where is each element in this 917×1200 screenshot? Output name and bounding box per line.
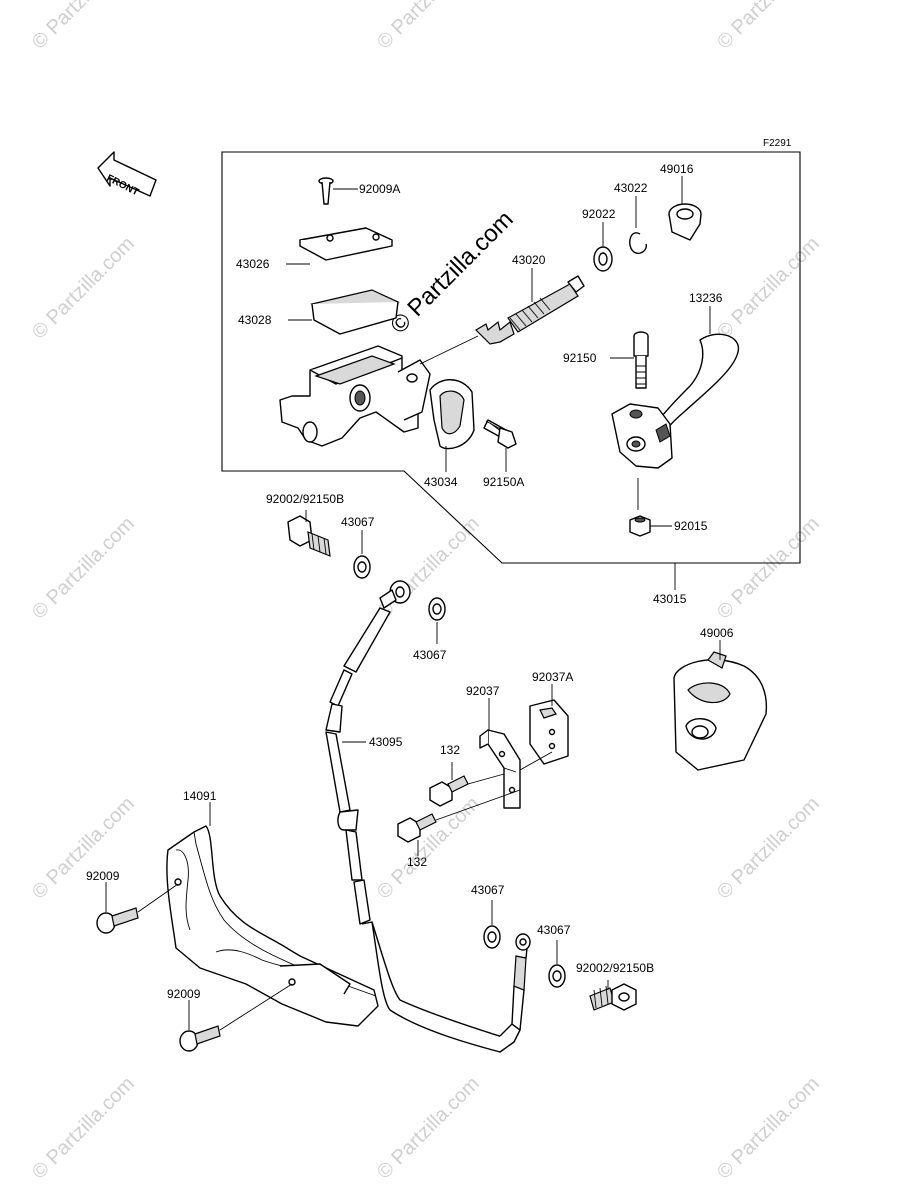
part-label[interactable]: 92037A: [532, 670, 573, 684]
leader-line: [519, 751, 553, 771]
part-label[interactable]: 92002/92150B: [266, 492, 344, 506]
part-label[interactable]: 92150: [563, 351, 597, 365]
pivot-bolt-92150: [633, 331, 649, 389]
part-label[interactable]: 132: [440, 743, 460, 757]
front-direction-arrow: FRONT: [97, 151, 157, 198]
piston-kit: [475, 275, 585, 345]
part-label[interactable]: 43022: [614, 181, 648, 195]
part-label[interactable]: 92022: [582, 207, 616, 221]
watermark: © Partzilla.com: [373, 1073, 484, 1184]
part-label[interactable]: 43067: [471, 883, 505, 897]
part-label[interactable]: 49006: [700, 626, 734, 640]
hose-bracket-92037: [479, 729, 521, 809]
watermark: © Partzilla.com: [373, 513, 484, 624]
clamp-43034: [429, 379, 475, 450]
gasket-43067-top: [353, 555, 371, 579]
part-label[interactable]: 43034: [424, 475, 458, 489]
part-label[interactable]: 92009: [167, 987, 201, 1001]
gasket-43067-lower-left: [483, 925, 501, 949]
part-label[interactable]: 49016: [660, 162, 694, 176]
dust-boot: [668, 203, 702, 241]
watermark: © Partzilla.com: [28, 0, 139, 54]
part-label[interactable]: 92009A: [359, 182, 400, 196]
watermark: © Partzilla.com: [28, 1073, 139, 1184]
watermark: © Partzilla.com: [28, 233, 139, 344]
center-watermark: © Partzilla.com: [385, 206, 518, 339]
part-label[interactable]: 43067: [537, 923, 571, 937]
banjo-bolt-bottom: [589, 983, 637, 1011]
master-cylinder-body: [279, 345, 431, 447]
watermark: © Partzilla.com: [713, 793, 824, 904]
part-label[interactable]: 13236: [689, 291, 723, 305]
reference-code: F2291: [763, 138, 792, 149]
part-label[interactable]: 14091: [183, 789, 217, 803]
screw-92009-lower: [179, 1025, 221, 1052]
part-label[interactable]: 43067: [413, 648, 447, 662]
watermark: © Partzilla.com: [713, 0, 824, 54]
hose-bracket-92037A: [529, 699, 569, 765]
bolt-132-lower: [397, 813, 437, 843]
watermark: © Partzilla.com: [28, 793, 139, 904]
part-label[interactable]: 92037: [466, 684, 500, 698]
part-label[interactable]: 43067: [341, 515, 375, 529]
gasket-43067-middle: [428, 597, 446, 621]
bolt-92150A: [483, 419, 517, 449]
screw-92009-upper: [96, 907, 139, 934]
part-label[interactable]: 92002/92150B: [576, 961, 654, 975]
watermark: © Partzilla.com: [28, 513, 139, 624]
switch-housing: [673, 651, 768, 771]
watermark: © Partzilla.com: [713, 513, 824, 624]
part-label[interactable]: 43020: [512, 253, 546, 267]
part-label[interactable]: 132: [407, 855, 427, 869]
leader-line: [467, 773, 505, 785]
master-cylinder-assembly-box: [221, 151, 801, 564]
nut-92015: [629, 515, 651, 537]
leader-line: [419, 335, 479, 365]
part-label[interactable]: 92150A: [483, 475, 524, 489]
part-label[interactable]: 43028: [238, 313, 272, 327]
watermark: © Partzilla.com: [713, 233, 824, 344]
part-label[interactable]: 92015: [674, 519, 708, 533]
watermark: © Partzilla.com: [713, 1073, 824, 1184]
leader-line: [219, 983, 293, 1031]
part-label[interactable]: 43015: [653, 592, 687, 606]
leader-line: [137, 883, 179, 913]
gasket-43067-lower-right: [548, 964, 566, 988]
circlip: [629, 232, 647, 254]
clutch-hose: [325, 580, 531, 1053]
clutch-lever: [611, 333, 739, 469]
banjo-bolt-top: [287, 515, 331, 557]
screw-92009A: [318, 177, 334, 205]
watermark: © Partzilla.com: [373, 0, 484, 54]
guard-cover: [166, 825, 379, 1027]
part-label[interactable]: 43095: [369, 735, 403, 749]
part-label[interactable]: 92009: [86, 869, 120, 883]
leader-line: [435, 789, 521, 821]
part-label[interactable]: 43026: [236, 257, 270, 271]
